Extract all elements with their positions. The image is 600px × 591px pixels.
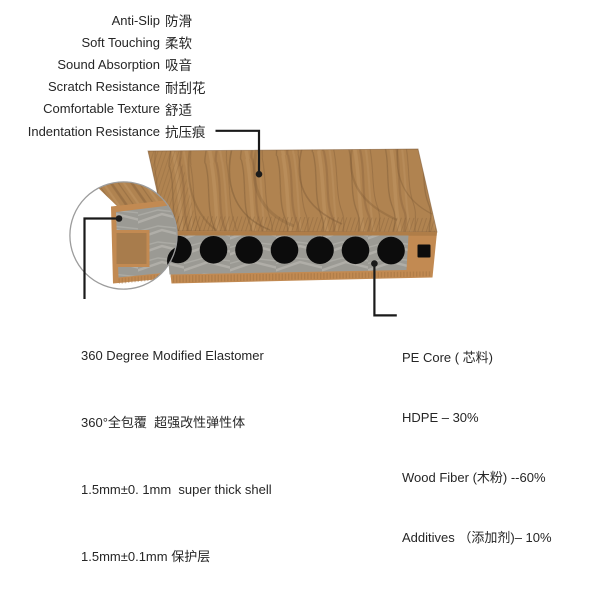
feature-label-en: Sound Absorption xyxy=(57,56,160,72)
board-front-face xyxy=(164,231,437,284)
board-side-groove xyxy=(417,244,431,258)
feature-label-en: Indentation Resistance xyxy=(27,123,160,139)
feature-row: Scratch Resistance 耐刮花 xyxy=(0,76,320,98)
core-note-line: Wood Fiber (木粉) --60% xyxy=(402,470,546,485)
callouts xyxy=(83,129,397,317)
feature-row: Soft Touching 柔软 xyxy=(0,31,320,53)
magnified-groove xyxy=(113,230,150,267)
decking-board xyxy=(147,148,438,284)
callout-line-core xyxy=(373,263,397,317)
core-note-title: PE Core ( 芯料) xyxy=(402,350,494,365)
feature-label-en: Scratch Resistance xyxy=(48,79,160,95)
feature-label-zh: 抗压痕 xyxy=(165,125,206,141)
feature-label-zh: 柔软 xyxy=(165,36,192,52)
shell-note-line: 360 Degree Modified Elastomer xyxy=(81,347,264,363)
shell-note-line: 360°全包覆 超强改性弹性体 xyxy=(81,415,246,431)
board-hole xyxy=(306,236,334,264)
shell-note-line: 1.5mm±0.1mm 保护层 xyxy=(81,549,211,565)
board-hole xyxy=(199,236,228,264)
feature-label-zh: 耐刮花 xyxy=(165,80,206,96)
feature-label-en: Comfortable Texture xyxy=(43,101,160,117)
core-note-line: Additives （添加剂)– 10% xyxy=(402,530,552,545)
board-hole xyxy=(341,236,370,265)
decking-diagram-graphic xyxy=(69,129,438,317)
board-top-surface xyxy=(147,148,438,233)
feature-label-zh: 吸音 xyxy=(165,58,192,74)
board-hole xyxy=(235,236,263,264)
feature-row: Comfortable Texture 舒适 xyxy=(0,98,320,120)
feature-label-en: Soft Touching xyxy=(81,34,160,50)
feature-label-zh: 舒适 xyxy=(165,102,192,118)
feature-label-en: Anti-Slip xyxy=(111,12,160,28)
magnifier-detail xyxy=(69,181,178,290)
callout-dot-shell xyxy=(115,215,123,222)
feature-row: Indentation Resistance 抗压痕 xyxy=(0,120,320,142)
board-bottom-serration xyxy=(170,271,432,283)
shell-note-line: 1.5mm±0. 1mm super thick shell xyxy=(81,482,272,498)
core-note-line: HDPE – 30% xyxy=(402,410,479,425)
core-note: PE Core ( 芯料) HDPE – 30% Wood Fiber (木粉)… xyxy=(402,308,552,568)
callout-dot-core xyxy=(371,260,378,267)
callout-dot-top-surface xyxy=(255,170,263,178)
feature-row: Sound Absorption 吸音 xyxy=(0,53,320,75)
feature-label-zh: 防滑 xyxy=(165,14,192,30)
feature-row: Anti-Slip 防滑 xyxy=(0,9,320,31)
callout-line-shell xyxy=(83,217,119,299)
board-hole xyxy=(270,236,299,264)
shell-note: 360 Degree Modified Elastomer 360°全包覆 超强… xyxy=(81,300,272,591)
board-hole xyxy=(377,236,405,265)
magnifier-ring xyxy=(69,181,178,290)
callout-line-top-surface xyxy=(215,129,261,174)
